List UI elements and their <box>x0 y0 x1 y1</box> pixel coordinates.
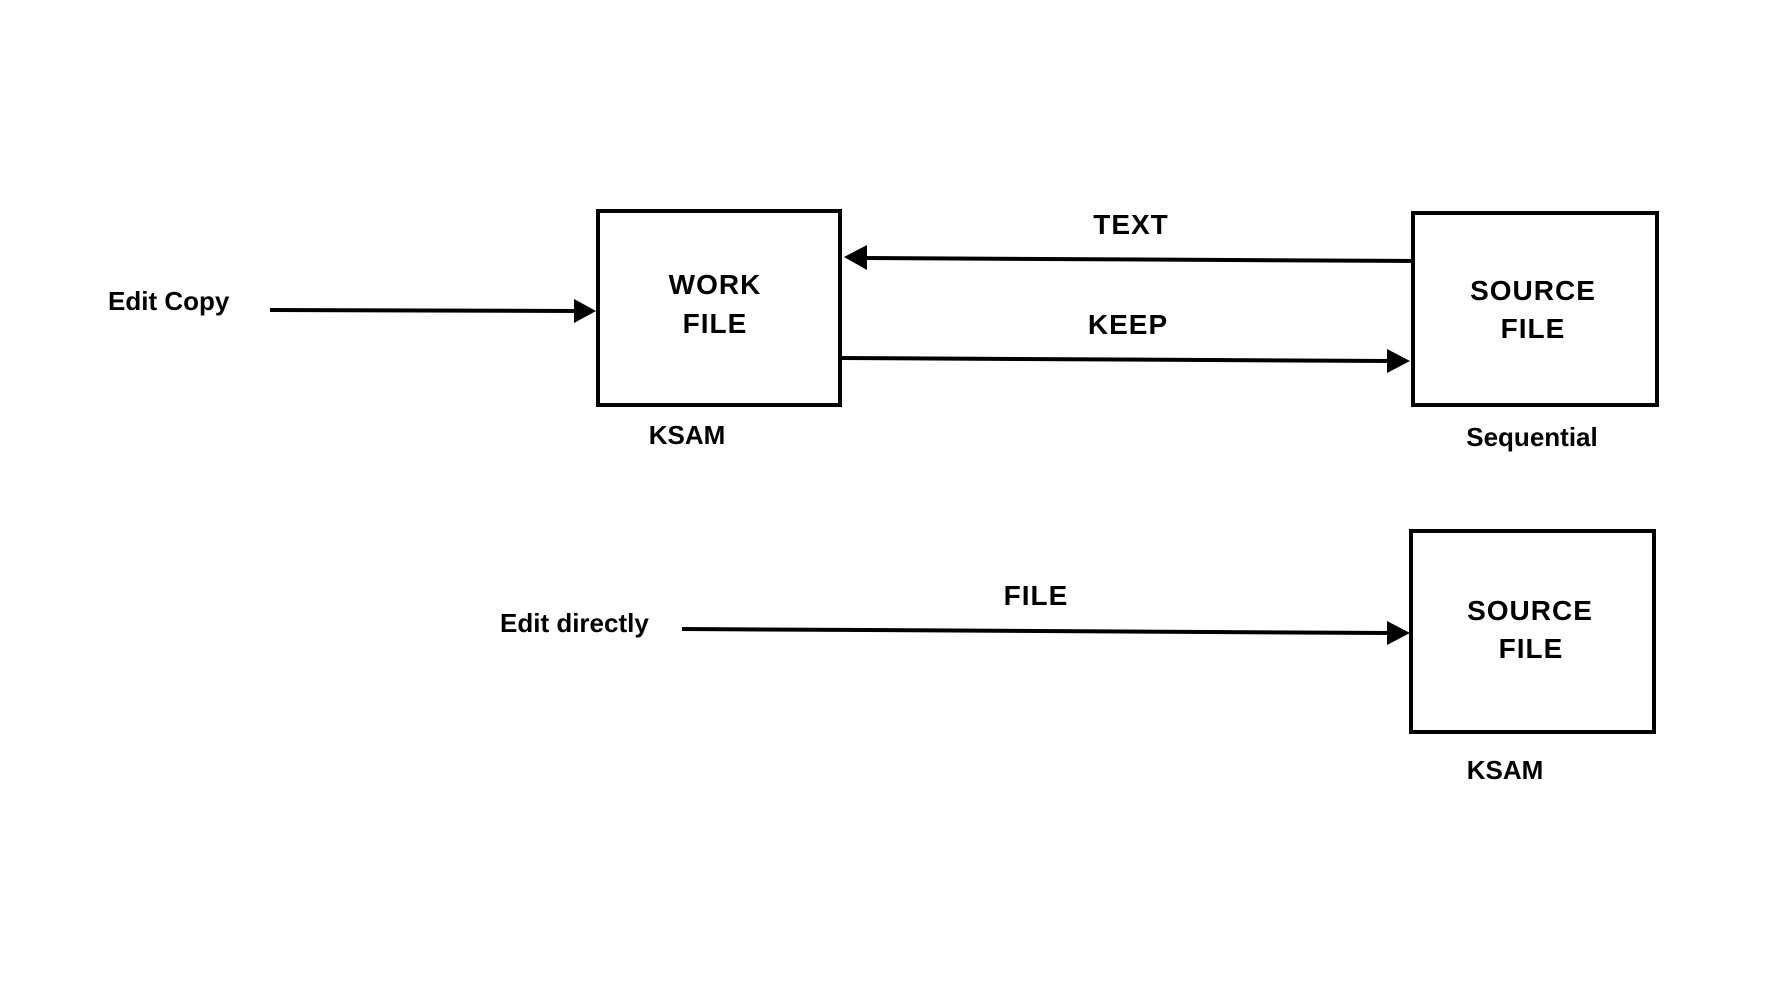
edit-directly-label: Edit directly <box>500 608 649 638</box>
edit-copy-flow: Edit Copy <box>108 286 596 323</box>
work-file-node: WORK FILE KSAM <box>596 209 842 450</box>
work-file-label-line1: WORK <box>669 269 762 300</box>
text-arrowhead <box>844 245 867 270</box>
text-flow-label: TEXT <box>1093 209 1169 240</box>
source-file-ksam-label-line2: FILE <box>1499 633 1564 664</box>
keep-flow-label: KEEP <box>1088 309 1168 340</box>
keep-arrow-line <box>839 356 1392 363</box>
keep-arrowhead <box>1387 349 1410 373</box>
work-file-box <box>596 209 842 407</box>
edit-copy-label: Edit Copy <box>108 286 230 316</box>
work-file-type-label: KSAM <box>649 420 726 450</box>
file-arrow-line <box>681 627 1391 635</box>
file-arrowhead <box>1387 621 1410 645</box>
work-file-label-line2: FILE <box>683 308 748 339</box>
keep-flow: KEEP <box>839 309 1410 373</box>
source-file-sequential-type-label: Sequential <box>1466 422 1597 452</box>
edit-copy-arrowhead <box>574 299 596 323</box>
source-file-sequential-label-line2: FILE <box>1501 313 1566 344</box>
text-flow: TEXT <box>844 209 1414 270</box>
source-file-sequential-node: SOURCE FILE Sequential <box>1411 211 1659 452</box>
source-file-ksam-node: SOURCE FILE KSAM <box>1409 529 1656 785</box>
source-file-ksam-box <box>1409 529 1656 734</box>
source-file-sequential-box <box>1411 211 1659 407</box>
source-file-ksam-label-line1: SOURCE <box>1467 595 1593 626</box>
edit-copy-arrow-line <box>269 308 579 313</box>
file-flow-label: FILE <box>1004 580 1069 611</box>
source-file-ksam-type-label: KSAM <box>1467 755 1544 785</box>
source-file-sequential-label-line1: SOURCE <box>1470 275 1596 306</box>
edit-directly-flow: Edit directly FILE <box>500 580 1410 645</box>
text-arrow-line <box>861 256 1414 263</box>
